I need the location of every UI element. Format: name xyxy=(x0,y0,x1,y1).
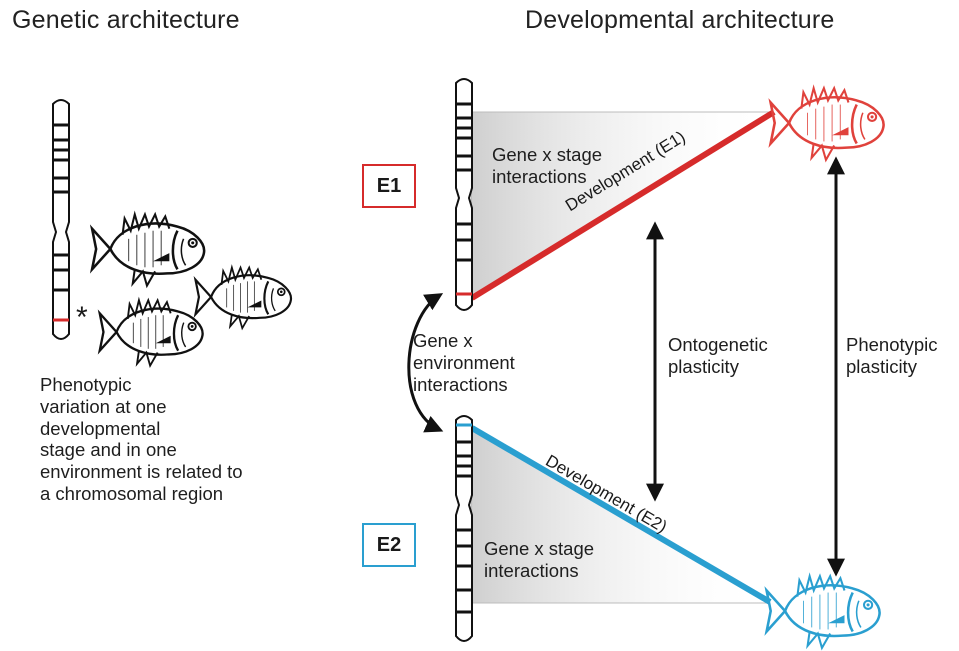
gene-environment-arrow xyxy=(407,293,444,433)
env-box-e1: E1 xyxy=(362,164,416,208)
ontogenetic-plasticity-label: Ontogenetic plasticity xyxy=(668,334,768,377)
genetic-architecture-title: Genetic architecture xyxy=(12,6,240,34)
fish-icon-left-3 xyxy=(194,266,293,330)
chromosome-icon-left xyxy=(52,99,70,340)
fish-icon-left-2 xyxy=(98,299,204,367)
fish-icon-school xyxy=(90,213,293,367)
asterisk-marker: * xyxy=(76,301,88,334)
chromosome-icon-bottom xyxy=(455,415,473,642)
gene-stage-label-top: Gene x stage interactions xyxy=(492,144,603,187)
phenotypic-plasticity-label: Phenotypic plasticity xyxy=(846,334,938,377)
gene-stage-label-bottom: Gene x stage interactions xyxy=(484,538,595,581)
fish-icon-blue xyxy=(765,574,881,650)
env-box-e2: E2 xyxy=(362,523,416,567)
developmental-architecture-title: Developmental architecture xyxy=(525,6,835,34)
development-e2-line xyxy=(470,425,772,605)
chromosome-icon-top xyxy=(455,78,473,311)
fish-icon-left-1 xyxy=(90,213,206,287)
development-e1-line xyxy=(470,109,776,301)
left-caption: Phenotypic variation at one developmenta… xyxy=(40,374,243,505)
gene-environment-label: Gene x environment interactions xyxy=(413,330,515,395)
fish-icon-red xyxy=(769,86,885,162)
